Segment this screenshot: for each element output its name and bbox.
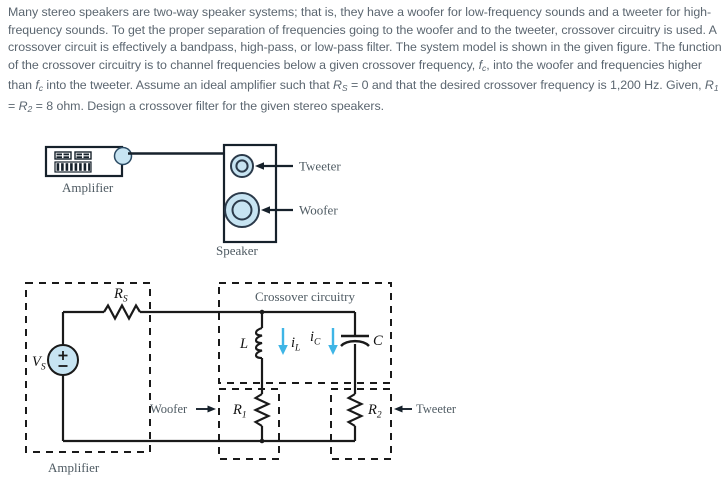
voltage-source-label: VS bbox=[32, 354, 46, 373]
resistor-rs-symbol bbox=[103, 303, 141, 321]
voltage-source-symbol bbox=[47, 344, 79, 376]
amplifier-output-jack-icon bbox=[113, 146, 133, 166]
junction-dot-r1-bottom bbox=[259, 438, 265, 444]
woofer-pictorial-label: Woofer bbox=[299, 203, 338, 218]
resistor-rs-label: RS bbox=[113, 286, 128, 305]
problem-line-3: the tweeter, crossover circuitry is used… bbox=[8, 22, 717, 55]
amplifier-region-label: Amplifier bbox=[48, 460, 100, 475]
woofer-pointer bbox=[261, 206, 293, 214]
crossover-region-label: Crossover circuitry bbox=[255, 289, 356, 304]
tweeter-driver-icon bbox=[230, 154, 254, 178]
problem-line-1: Many stereo speakers are two-way speaker… bbox=[8, 5, 609, 19]
problem-line-4: filter. The system model is shown in the… bbox=[8, 40, 722, 72]
problem-line-2: a tweeter for high-frequency sounds. To … bbox=[8, 5, 712, 37]
current-ic-arrow bbox=[328, 328, 338, 355]
junction-dot-inductor-top bbox=[259, 309, 265, 315]
amplifier-caption: Amplifier bbox=[62, 180, 114, 195]
woofer-driver-icon bbox=[224, 192, 260, 228]
current-ic-label: iC bbox=[310, 329, 321, 348]
capacitor-label: C bbox=[373, 333, 383, 349]
tweeter-schematic-arrow bbox=[394, 405, 412, 413]
amplifier-region-box bbox=[25, 282, 151, 453]
resistor-r1-label: R1 bbox=[232, 402, 247, 421]
problem-statement: Many stereo speakers are two-way speaker… bbox=[8, 5, 722, 114]
capacitor-symbol bbox=[340, 334, 370, 347]
resistor-r2-label: R2 bbox=[367, 402, 382, 421]
woofer-region-box bbox=[218, 388, 280, 460]
inductor-symbol bbox=[254, 326, 263, 360]
amplifier-device-icon bbox=[44, 145, 124, 178]
resistor-r2-symbol bbox=[345, 393, 365, 427]
resistor-r1-symbol bbox=[252, 393, 272, 427]
woofer-schematic-arrow bbox=[196, 405, 216, 413]
woofer-schematic-label: Woofer bbox=[150, 402, 188, 416]
speaker-caption: Speaker bbox=[216, 243, 259, 258]
tweeter-pointer bbox=[255, 162, 293, 170]
crossover-region-box bbox=[218, 282, 392, 384]
tweeter-pictorial-label: Tweeter bbox=[299, 159, 341, 174]
tweeter-region-box bbox=[330, 388, 392, 460]
tweeter-schematic-label: Tweeter bbox=[416, 402, 457, 416]
system-pictorial: Amplifier Tweeter Woofer Speaker bbox=[44, 143, 341, 258]
current-il-arrow bbox=[278, 328, 288, 355]
current-il-label: iL bbox=[291, 335, 300, 354]
circuit-schematic: Crossover circuitry Amplifier Woofer Twe… bbox=[25, 282, 457, 475]
figure-container: Amplifier Tweeter Woofer Speaker bbox=[0, 136, 728, 489]
inductor-label: L bbox=[239, 336, 248, 352]
crossover-frequency-value: 1,200 Hz bbox=[610, 78, 660, 93]
